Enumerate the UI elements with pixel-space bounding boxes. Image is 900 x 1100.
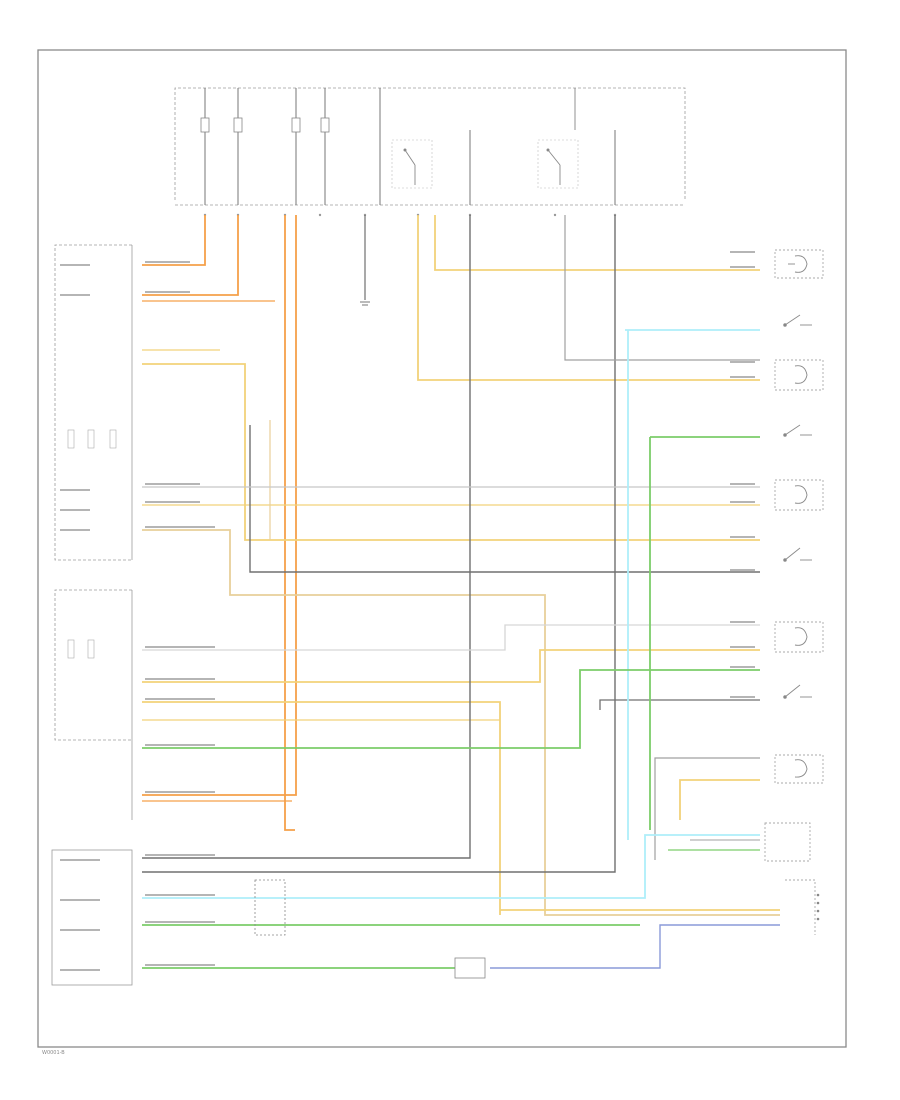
fuse-relay-block — [174, 87, 686, 217]
fuse-icon — [291, 117, 301, 133]
diagram-border — [37, 49, 847, 1048]
right-door-module — [54, 589, 133, 820]
lock-motor-icon — [774, 479, 824, 511]
lock-motor-icon — [774, 621, 824, 653]
lock-motor-icon — [774, 249, 824, 279]
fuse-icon — [320, 117, 330, 133]
left-door-module — [54, 244, 133, 561]
wire-harness — [142, 215, 780, 969]
liftgate-module — [764, 822, 811, 862]
lock-motor-icon — [774, 754, 824, 784]
lock-motor-icon — [774, 359, 824, 391]
fuse-icon — [200, 117, 210, 133]
ground-icon — [360, 301, 370, 306]
relay-switch-icon — [391, 139, 433, 189]
body-control-module — [51, 849, 133, 986]
ajar-switch-icon — [783, 424, 812, 437]
wire-labels — [60, 251, 755, 971]
fuse-icon — [233, 117, 243, 133]
connector-icon — [254, 879, 486, 979]
ajar-switch-icon — [783, 684, 812, 699]
relay-switch-icon — [537, 139, 579, 189]
ajar-switch-icon — [783, 314, 812, 327]
door-lock-actuators — [764, 249, 824, 935]
ajar-switch-icon — [783, 547, 812, 562]
diagram-code: W0001-B — [42, 1050, 65, 1056]
